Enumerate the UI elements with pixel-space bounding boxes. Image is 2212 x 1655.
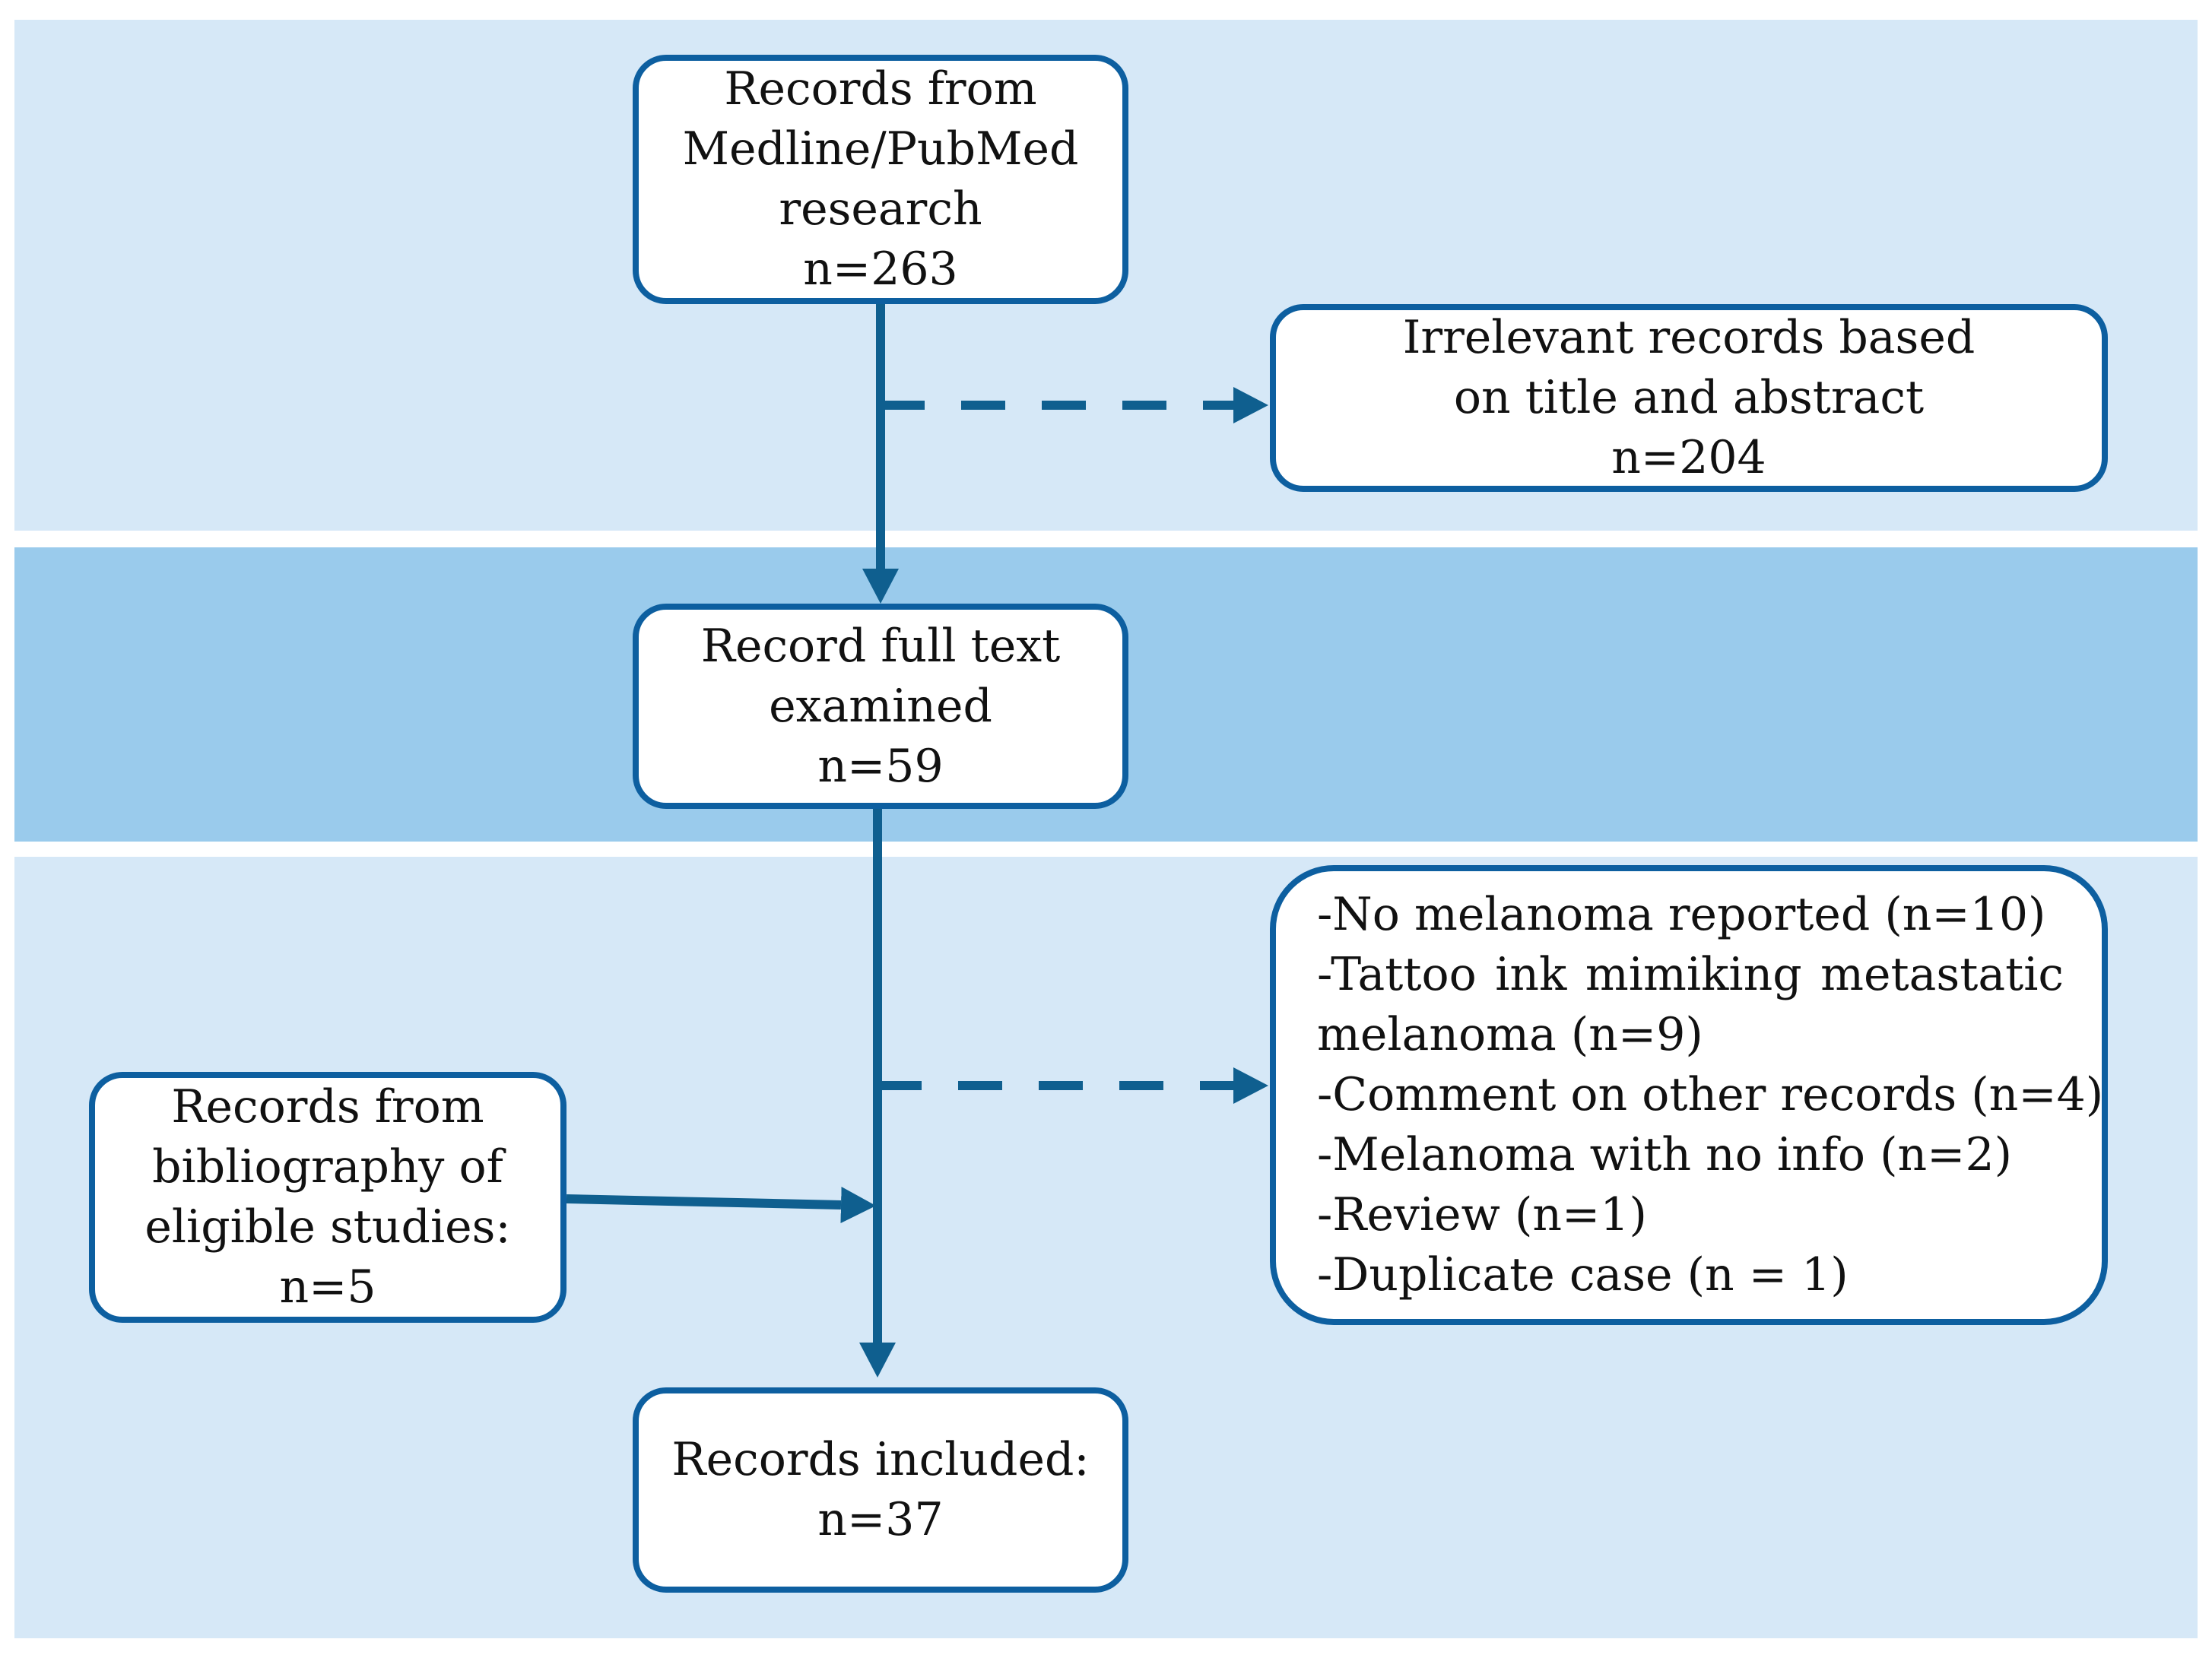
exclusion-item-justified: -Tattoo ink mimiking metastatic [1317, 945, 2064, 1005]
box-text-line: research [779, 182, 982, 236]
box-text-line: Records from [171, 1080, 484, 1133]
box-text-line: Records from [724, 62, 1037, 116]
box-text-line: Record full text [700, 619, 1061, 673]
arrow-bibliography-to-flow [566, 1187, 876, 1223]
box-bibliography-records: Records from bibliography of eligible st… [89, 1072, 566, 1323]
word: mimiking [1585, 948, 1802, 1001]
box-count: n=59 [817, 739, 944, 793]
box-count: n=204 [1611, 431, 1766, 484]
box-count: n=37 [817, 1493, 944, 1546]
box-text-line: examined [769, 679, 992, 733]
box-text-line: on title and abstract [1453, 371, 1925, 424]
exclusion-item: -No melanoma reported (n=10) [1317, 888, 2046, 941]
exclusion-item: melanoma (n=9) [1317, 1008, 1703, 1061]
box-fulltext-examined: Record full text examined n=59 [633, 604, 1128, 809]
box-text-line: bibliography of [152, 1140, 503, 1194]
box-medline-records: Records from Medline/PubMed research n=2… [633, 55, 1128, 304]
box-count: n=5 [279, 1260, 376, 1314]
box-text-line: Medline/PubMed [682, 122, 1079, 176]
word: metastatic [1820, 948, 2064, 1001]
exclusion-item: -Review (n=1) [1317, 1188, 1647, 1241]
box-text-line: Records included: [671, 1433, 1090, 1486]
word: ink [1495, 948, 1567, 1001]
box-text-line: eligible studies: [144, 1200, 511, 1254]
box-text-line: Irrelevant records based [1402, 311, 1976, 364]
box-irrelevant-records: Irrelevant records based on title and ab… [1270, 304, 2108, 492]
exclusion-item: -Duplicate case (n = 1) [1317, 1248, 1849, 1301]
word: -Tattoo [1317, 948, 1477, 1001]
exclusion-item: -Comment on other records (n=4) [1317, 1068, 2104, 1121]
box-records-included: Records included: n=37 [633, 1387, 1128, 1593]
box-exclusion-reasons: -No melanoma reported (n=10) -Tattoo ink… [1270, 865, 2108, 1325]
exclusion-item: -Melanoma with no info (n=2) [1317, 1128, 2013, 1181]
box-count: n=263 [803, 243, 958, 296]
